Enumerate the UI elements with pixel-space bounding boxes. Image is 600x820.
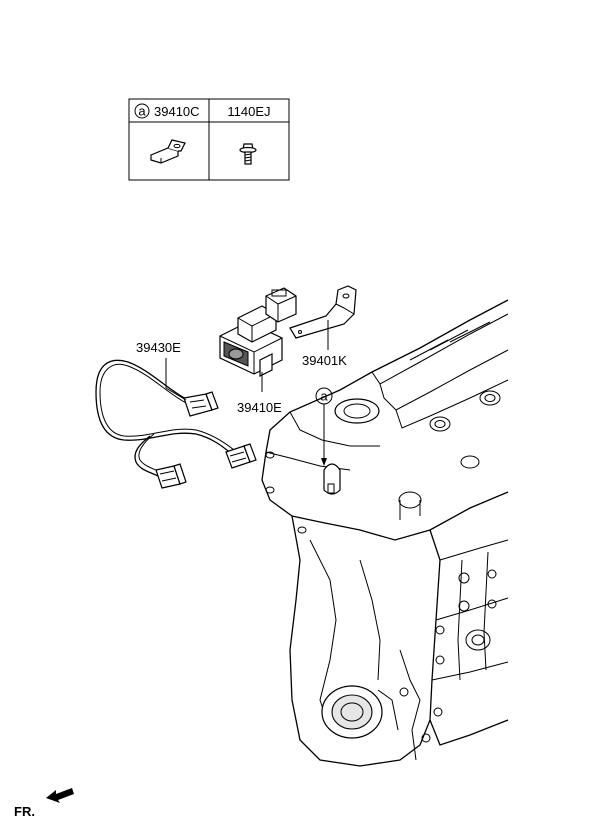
engine-callout-letter: a: [320, 389, 328, 404]
callout-39401k: 39401K: [302, 353, 347, 368]
wire-harness: [95, 359, 257, 489]
engine-block: [261, 299, 509, 767]
callout-39410e: 39410E: [237, 400, 282, 415]
legend-callout-letter: a: [138, 104, 146, 119]
clip-part-icon: [150, 139, 186, 164]
front-label: FR.: [14, 804, 35, 819]
legend-callout-circle: [134, 103, 150, 119]
harness-connector-upper: [183, 391, 219, 417]
legend-table: a 39410C 1140EJ: [128, 98, 290, 181]
cam-position-sensor: [219, 287, 297, 377]
harness-connector-middle: [225, 443, 257, 469]
engine-callout-marker: a: [315, 387, 333, 405]
front-arrow-icon: [46, 788, 74, 803]
bolt-part-icon: [239, 143, 257, 165]
sensor-bracket: [289, 285, 357, 339]
legend-part-39410c: 39410C: [154, 104, 200, 119]
callout-39430e: 39430E: [136, 340, 181, 355]
harness-connector-lower: [155, 463, 187, 489]
callout-lines: [165, 320, 329, 466]
legend-part-1140ej: 1140EJ: [227, 104, 270, 119]
front-direction-indicator: FR.: [14, 788, 74, 819]
